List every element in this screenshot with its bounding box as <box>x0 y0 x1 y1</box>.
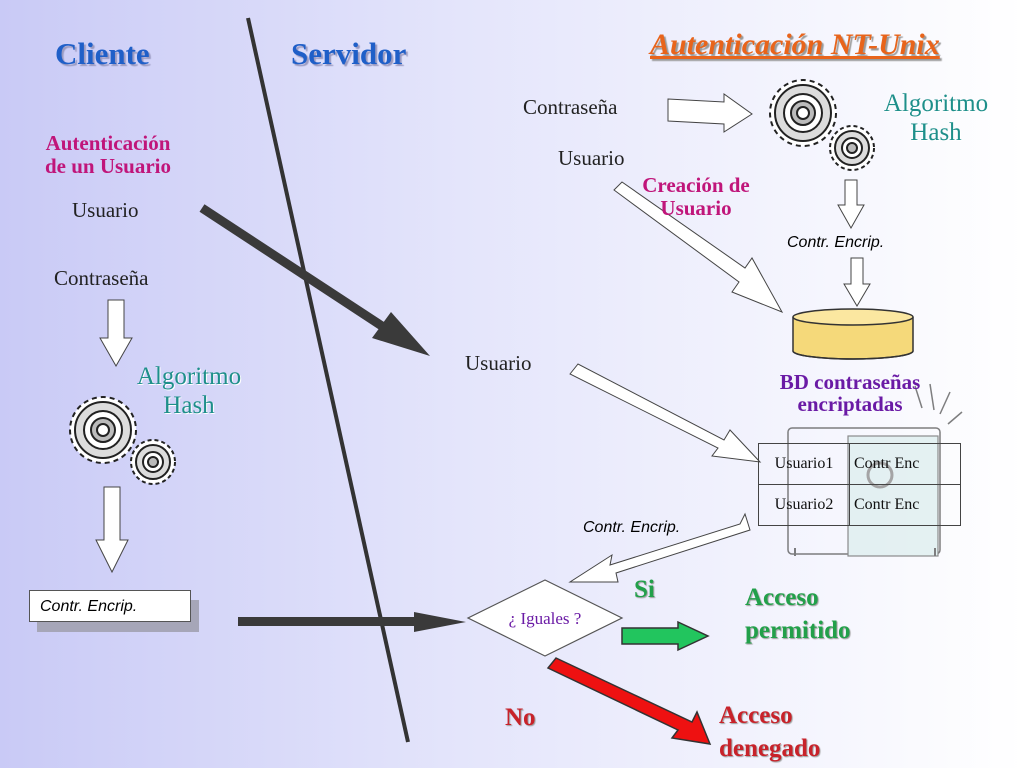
access-denied-line2: denegado <box>719 734 821 762</box>
database-label: BD contraseñas encriptadas <box>760 371 940 415</box>
table-cell-password: Contr Enc <box>849 443 961 485</box>
client-password-to-hash-arrow <box>99 299 133 368</box>
server-encrypted-label: Contr. Encrip. <box>583 519 681 536</box>
creation-hash-label: Algoritmo Hash <box>872 90 1000 148</box>
client-encrypted-box: Contr. Encrip. <box>29 590 191 622</box>
creation-user-to-db-arrow <box>613 181 784 313</box>
granted-arrow <box>621 620 710 652</box>
no-label: No <box>505 704 536 731</box>
access-denied-line1: Acceso <box>719 702 793 729</box>
table-cell-user: Usuario2 <box>758 484 850 526</box>
client-hash-to-box-arrow <box>95 486 129 574</box>
compare-diamond <box>466 579 624 657</box>
access-granted-label: Acceso permitido <box>745 582 851 647</box>
table-row: Usuario2 Contr Enc <box>758 484 961 526</box>
database-table: Usuario1 Contr Enc Usuario2 Contr Enc <box>758 443 961 526</box>
table-row: Usuario1 Contr Enc <box>758 443 961 485</box>
creation-user-label: Usuario <box>558 146 625 170</box>
server-user-to-table-arrow <box>569 363 762 463</box>
creation-title-label: Creación de Usuario <box>626 173 766 221</box>
creation-password-label: Contraseña <box>523 95 618 119</box>
slide-title[interactable]: Autenticación NT-Unix <box>650 28 940 61</box>
creation-gears-icon <box>769 79 875 171</box>
server-user-label: Usuario <box>465 351 532 375</box>
client-hash-line1: Algoritmo <box>136 363 242 390</box>
client-user-label: Usuario <box>72 198 139 222</box>
encrypted-to-db-arrow <box>843 257 871 307</box>
client-encrypted-text: Contr. Encrip. <box>40 598 138 615</box>
client-password-label: Contraseña <box>54 266 149 290</box>
database-label-line1: BD contraseñas <box>779 370 921 394</box>
hash-to-encrypted-arrow <box>837 179 865 230</box>
creation-password-to-hash-arrow <box>667 93 753 133</box>
yes-label: Si <box>634 576 655 603</box>
table-cell-password: Contr Enc <box>849 484 961 526</box>
creation-hash-line2: Hash <box>910 118 962 146</box>
database-label-line2: encriptadas <box>797 392 903 417</box>
access-granted-line2: permitido <box>745 616 851 644</box>
server-header: Servidor <box>291 36 407 71</box>
access-denied-label: Acceso denegado <box>719 700 820 765</box>
table-cell-user: Usuario1 <box>758 443 850 485</box>
creation-encrypted-label: Contr. Encrip. <box>787 234 885 251</box>
compare-label: ¿ Iguales ? <box>508 609 582 628</box>
client-header: Cliente <box>55 36 150 71</box>
table-to-compare-arrow <box>568 512 751 583</box>
client-auth-label: Autenticación de un Usuario <box>30 131 186 179</box>
creation-title-line2: Usuario <box>660 196 732 221</box>
database-cylinder <box>792 308 914 360</box>
creation-hash-line1: Algoritmo <box>883 90 989 117</box>
access-granted-line1: Acceso <box>745 584 819 611</box>
creation-title-line1: Creación de <box>642 173 750 197</box>
client-hash-label: Algoritmo Hash <box>124 363 254 421</box>
encrypted-send-arrow <box>414 612 466 632</box>
client-server-divider <box>246 17 410 743</box>
denied-arrow <box>546 657 712 745</box>
user-send-arrow <box>372 312 430 356</box>
client-auth-label-line1: Autenticación <box>45 131 171 155</box>
client-auth-label-line2: de un Usuario <box>44 154 172 179</box>
client-hash-line2: Hash <box>163 391 215 419</box>
